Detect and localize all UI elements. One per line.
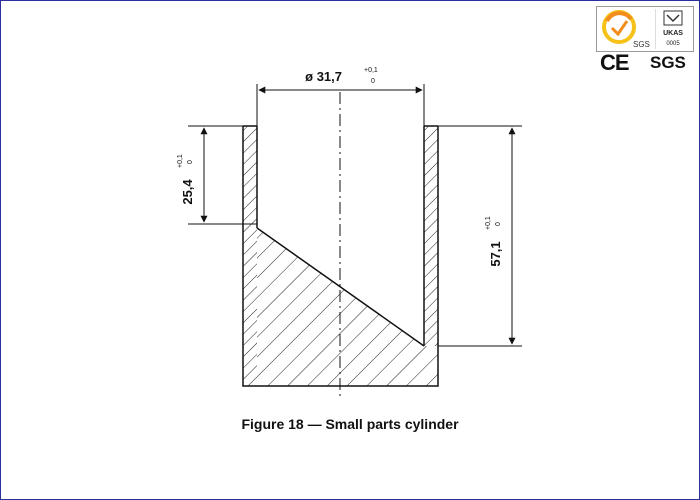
diameter-value: ø 31,7 — [305, 69, 342, 84]
cylinder-body — [242, 125, 439, 387]
depth-short-tol-lower: 0 — [187, 160, 194, 164]
diameter-tol-upper: +0,1 — [364, 67, 378, 74]
depth-short-dimension: 25,4 +0,1 0 — [177, 125, 257, 225]
certification-badge: SGS UKAS 0005 — [596, 6, 694, 52]
figure-caption: Figure 18 — Small parts cylinder — [241, 416, 459, 432]
sgs-seal-text: SGS — [633, 40, 650, 49]
ukas-number: 0005 — [666, 41, 680, 47]
diameter-tol-lower: 0 — [371, 78, 375, 85]
depth-long-value: 57,1 — [488, 241, 503, 266]
sgs-mark: SGS — [650, 53, 686, 72]
diameter-dimension: ø 31,7 +0,1 0 — [256, 67, 425, 126]
depth-short-tol-upper: +0,1 — [177, 154, 184, 168]
ukas-logo: UKAS 0005 — [655, 9, 690, 49]
ukas-text: UKAS — [663, 30, 683, 37]
sgs-seal-logo: SGS — [599, 9, 651, 49]
depth-long-dimension: 57,1 +0,1 0 — [438, 125, 522, 347]
depth-short-value: 25,4 — [180, 179, 195, 205]
compliance-marks: CE SGS — [598, 50, 694, 75]
ce-mark: CE — [600, 50, 630, 75]
depth-long-tol-lower: 0 — [495, 222, 502, 226]
depth-long-tol-upper: +0,1 — [485, 216, 492, 230]
